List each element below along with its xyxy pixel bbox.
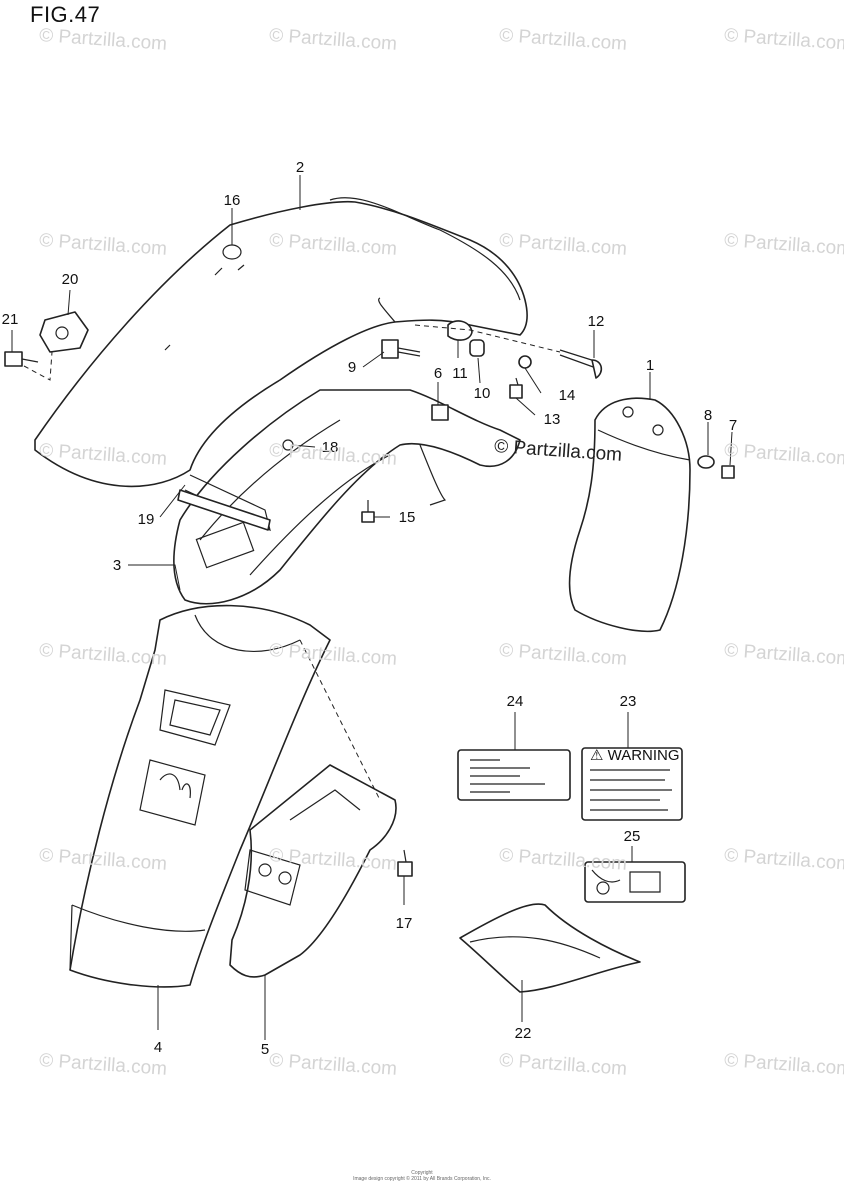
callout-24: 24 [507,693,524,710]
callout-2: 2 [296,159,304,176]
copyright-line-1: Copyright [411,1170,433,1176]
callout-numbers: 1 2 3 4 5 6 7 8 9 10 11 12 13 14 15 16 1… [2,159,738,1058]
callout-11: 11 [452,365,468,382]
callout-21: 21 [2,311,19,328]
mud-flap-part-1[interactable] [568,397,691,633]
figure-title: FIG.47 [30,2,101,27]
callout-6: 6 [434,365,442,382]
callout-5: 5 [261,1041,269,1058]
callout-15: 15 [399,509,416,526]
lower-fender-part-4[interactable] [69,604,331,988]
callout-10: 10 [474,385,491,402]
leader-lines [11,175,733,1040]
callout-25: 25 [624,828,641,845]
callout-13: 13 [544,411,561,428]
label-part-25[interactable] [584,861,686,903]
callout-12: 12 [588,313,605,330]
label-part-24[interactable] [457,749,571,801]
frame-rail-part-3[interactable] [173,389,521,605]
callout-1: 1 [646,357,654,374]
callout-17: 17 [396,915,413,932]
bolt-part-21[interactable] [4,351,39,367]
callout-19: 19 [138,511,155,528]
callout-23: 23 [620,693,637,710]
warning-label-part-23[interactable]: ⚠ WARNING [581,747,683,821]
plate-bracket-part-5[interactable] [229,764,397,978]
callout-18: 18 [322,439,339,456]
copyright-footer: Copyright Image design copyright © 2011 … [0,1170,844,1182]
callout-14: 14 [559,387,576,404]
cover-sheet-part-22[interactable] [459,903,641,993]
callout-8: 8 [704,407,712,424]
reflector-part-20[interactable] [39,311,89,353]
copyright-line-2: Image design copyright © 2011 by All Bra… [353,1176,491,1182]
callout-16: 16 [224,192,241,209]
callout-9: 9 [348,359,356,376]
callout-4: 4 [154,1039,162,1056]
callout-3: 3 [113,557,121,574]
warning-heading: ⚠ WARNING [590,747,680,764]
callout-20: 20 [62,271,79,288]
callout-7: 7 [729,417,737,434]
callout-22: 22 [515,1025,532,1042]
hardware-parts[interactable] [177,320,735,877]
